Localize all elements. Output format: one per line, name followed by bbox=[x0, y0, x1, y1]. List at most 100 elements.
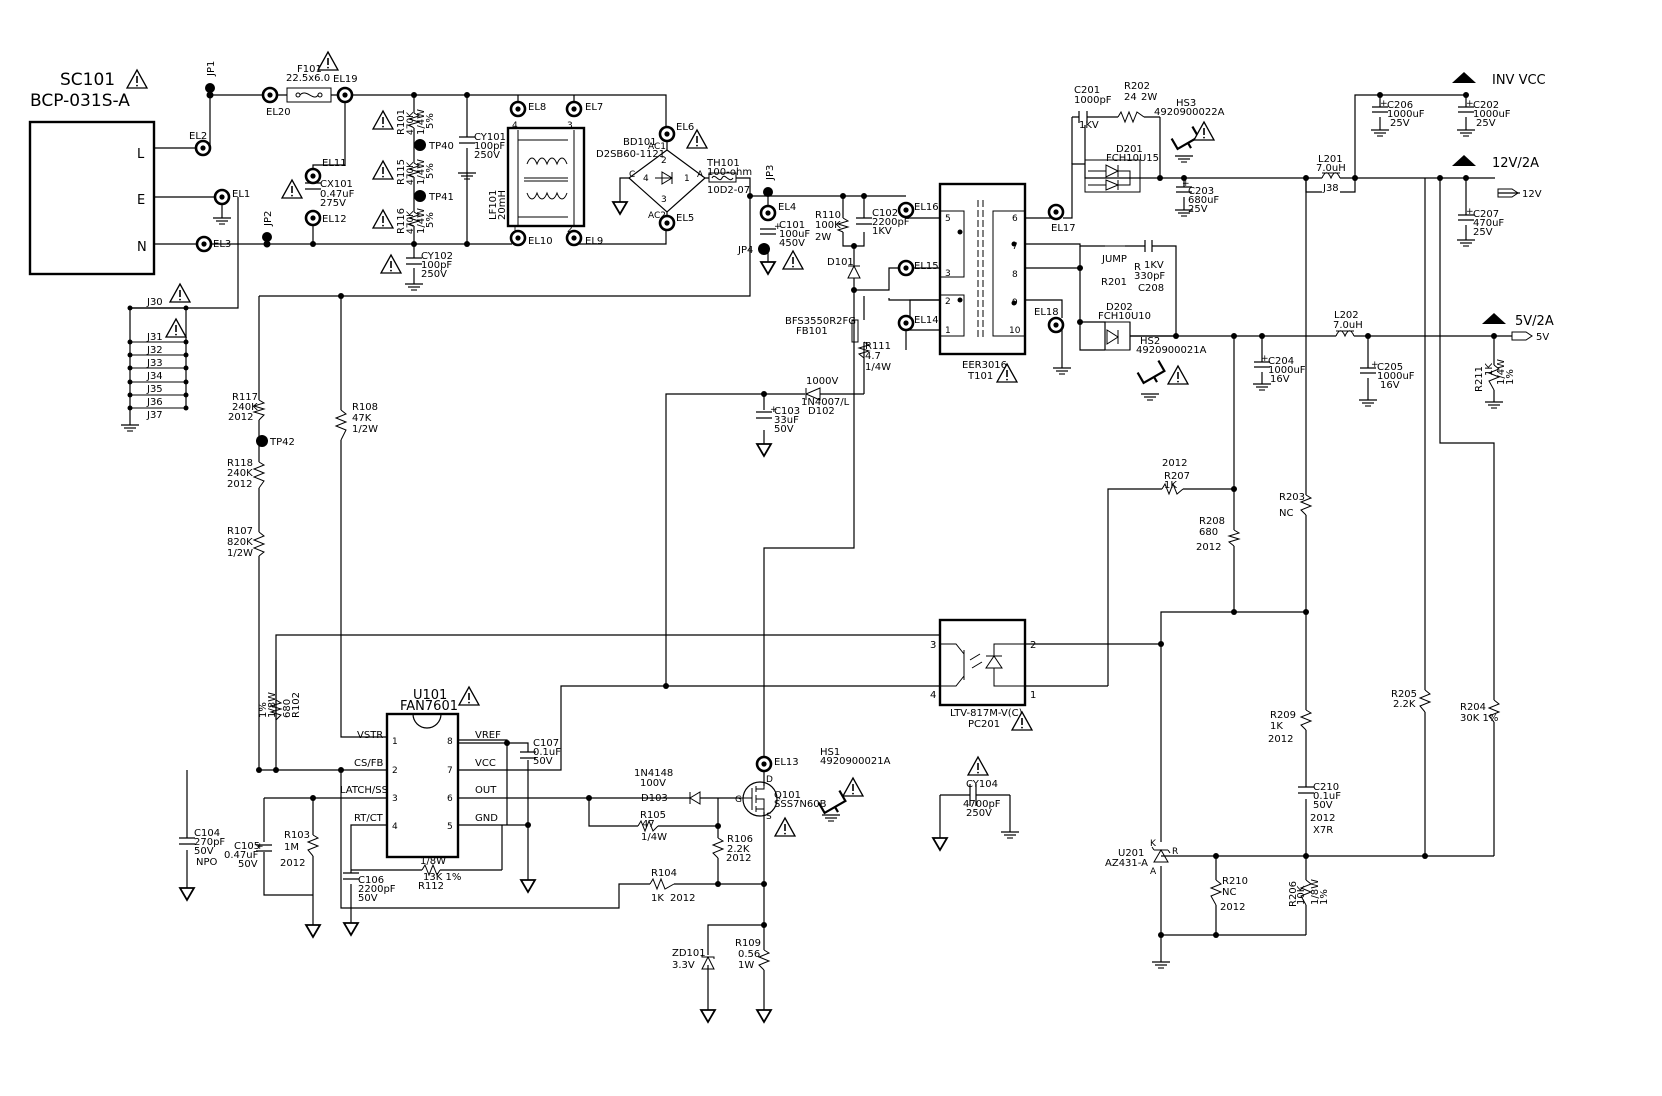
c207-v1: 470uF bbox=[1473, 218, 1504, 229]
el9: EL9 bbox=[585, 236, 603, 247]
r106-v2: 2012 bbox=[726, 853, 751, 864]
jp1: JP1 bbox=[206, 61, 217, 77]
bd101-ac1: AC1 bbox=[648, 142, 666, 152]
r103-v2: 2012 bbox=[280, 858, 305, 869]
f101-ref: F101 bbox=[297, 64, 322, 75]
c208-v1: 1KV bbox=[1144, 260, 1164, 271]
d103-v1: 100V bbox=[640, 778, 666, 789]
jp4: JP4 bbox=[737, 245, 753, 256]
bd101-a: A bbox=[697, 170, 704, 180]
c202-ref: C202 bbox=[1473, 100, 1499, 111]
cx101-ref: CX101 bbox=[320, 179, 353, 190]
u101-n8: 8 bbox=[447, 737, 453, 747]
c205-v2: 16V bbox=[1380, 380, 1400, 391]
t101-pin8: 8 bbox=[1012, 270, 1018, 280]
r112-v2: 13K 1% bbox=[423, 872, 461, 883]
lf101-pin1: 1 bbox=[512, 225, 518, 235]
r206-v2: 1/8W bbox=[1310, 879, 1321, 905]
j35: J35 bbox=[146, 384, 163, 395]
r206-ref: R206 bbox=[1288, 881, 1299, 907]
c201-v1: 1000pF bbox=[1074, 95, 1112, 106]
c202-v2: 25V bbox=[1476, 118, 1496, 129]
el12: EL12 bbox=[322, 214, 347, 225]
d202-part: FCH10U10 bbox=[1098, 311, 1151, 322]
c210-ref: C210 bbox=[1313, 782, 1339, 793]
u101-n1: 1 bbox=[392, 737, 398, 747]
r108-v2: 1/2W bbox=[352, 424, 378, 435]
bd101-n1: 1 bbox=[684, 174, 690, 184]
junctions bbox=[206, 91, 1497, 938]
el13: EL13 bbox=[774, 757, 799, 768]
c206-plus: + bbox=[1380, 99, 1388, 109]
u201-part: AZ431-A bbox=[1105, 858, 1148, 869]
u101-ref: U101 bbox=[413, 688, 447, 703]
r206-v3: 1% bbox=[1319, 889, 1330, 905]
r116-ref: R116 bbox=[396, 208, 407, 234]
c106-ref: C106 bbox=[358, 875, 384, 886]
r116-v1: 470K bbox=[406, 210, 416, 234]
r207-v1: 1K bbox=[1164, 480, 1177, 491]
u201-a: A bbox=[1150, 867, 1157, 877]
sc101-pin-e: E bbox=[137, 193, 145, 208]
r115-v1: 470K bbox=[406, 161, 416, 185]
t101-pin7: 7 bbox=[1012, 242, 1018, 252]
u101-n3: 3 bbox=[392, 794, 398, 804]
j32: J32 bbox=[146, 345, 163, 356]
hs2-part: 4920900021A bbox=[1136, 345, 1207, 356]
r108-ref: R108 bbox=[352, 402, 378, 413]
c105-plus: + bbox=[256, 842, 264, 852]
r107-v2: 1/2W bbox=[227, 548, 253, 559]
r112-v1: 1/8W bbox=[420, 856, 446, 867]
r102-ref: R102 bbox=[291, 692, 302, 718]
c204-plus: + bbox=[1261, 354, 1269, 364]
r103-v1: 1M bbox=[284, 842, 299, 853]
th101-v1: 100-ohm bbox=[707, 167, 752, 178]
r115-v2: 1/4W bbox=[416, 159, 427, 185]
lf101-ref: LF101 bbox=[488, 190, 499, 220]
bd101-n3: 3 bbox=[661, 195, 667, 205]
cy101-v2: 250V bbox=[474, 150, 500, 161]
el16: EL16 bbox=[914, 202, 939, 213]
out-5v: 5V bbox=[1536, 332, 1549, 343]
cy101-ref: CY101 bbox=[474, 132, 506, 143]
out-12v: 12V bbox=[1522, 189, 1542, 200]
d101-ref: D101 bbox=[827, 257, 854, 268]
r208-v2: 2012 bbox=[1196, 542, 1221, 553]
c107-v1: 0.1uF bbox=[533, 747, 561, 758]
u201-r: R bbox=[1172, 847, 1178, 857]
c210-v2: 50V bbox=[1313, 800, 1333, 811]
c106-v2: 50V bbox=[358, 893, 378, 904]
el11: EL11 bbox=[322, 158, 347, 169]
l201-v1: 7.0uH bbox=[1316, 163, 1346, 174]
rail-12v: 12V/2A bbox=[1492, 156, 1539, 171]
c207-ref: C207 bbox=[1473, 209, 1499, 220]
c203-v1: 680uF bbox=[1188, 195, 1219, 206]
connector-sc101: SC101 BCP-031S-A L E N bbox=[28, 69, 156, 276]
r209-ref: R209 bbox=[1270, 710, 1296, 721]
cy104-v1: 4700pF bbox=[963, 799, 1001, 810]
r211-v1: 1K bbox=[1484, 363, 1495, 376]
el8: EL8 bbox=[528, 102, 546, 113]
c107-ref: C107 bbox=[533, 738, 559, 749]
r112-ref: R112 bbox=[418, 881, 444, 892]
r209-v2: 2012 bbox=[1268, 734, 1293, 745]
hs1-ref: HS1 bbox=[820, 747, 840, 758]
jumper-points: JP1 JP2 JP3 bbox=[205, 61, 776, 242]
lf101-pin2: 2 bbox=[567, 225, 573, 235]
sc101-part: BCP-031S-A bbox=[30, 91, 130, 111]
t101-pin2: 2 bbox=[945, 297, 951, 307]
t101-pin9: 9 bbox=[1012, 298, 1018, 308]
r211-v3: 1% bbox=[1505, 369, 1516, 385]
jumper-ladder: J30 J31 J32 J33 J34 J35 J36 J37 bbox=[120, 217, 232, 432]
j33: J33 bbox=[146, 358, 163, 369]
r101-v1: 470K bbox=[406, 111, 416, 135]
d201-part: FCH10U15 bbox=[1106, 153, 1159, 164]
eyelets: EL2 EL1 EL3 EL20 EL19 EL11 EL12 EL8 EL7 … bbox=[189, 74, 1076, 773]
l201-ref: L201 bbox=[1318, 154, 1343, 165]
fb101-part: BFS3550R2FG bbox=[785, 316, 856, 327]
r101-v2: 1/4W bbox=[416, 109, 427, 135]
u201-ref: U201 bbox=[1118, 848, 1144, 859]
r118-v1: 240K bbox=[227, 468, 253, 479]
